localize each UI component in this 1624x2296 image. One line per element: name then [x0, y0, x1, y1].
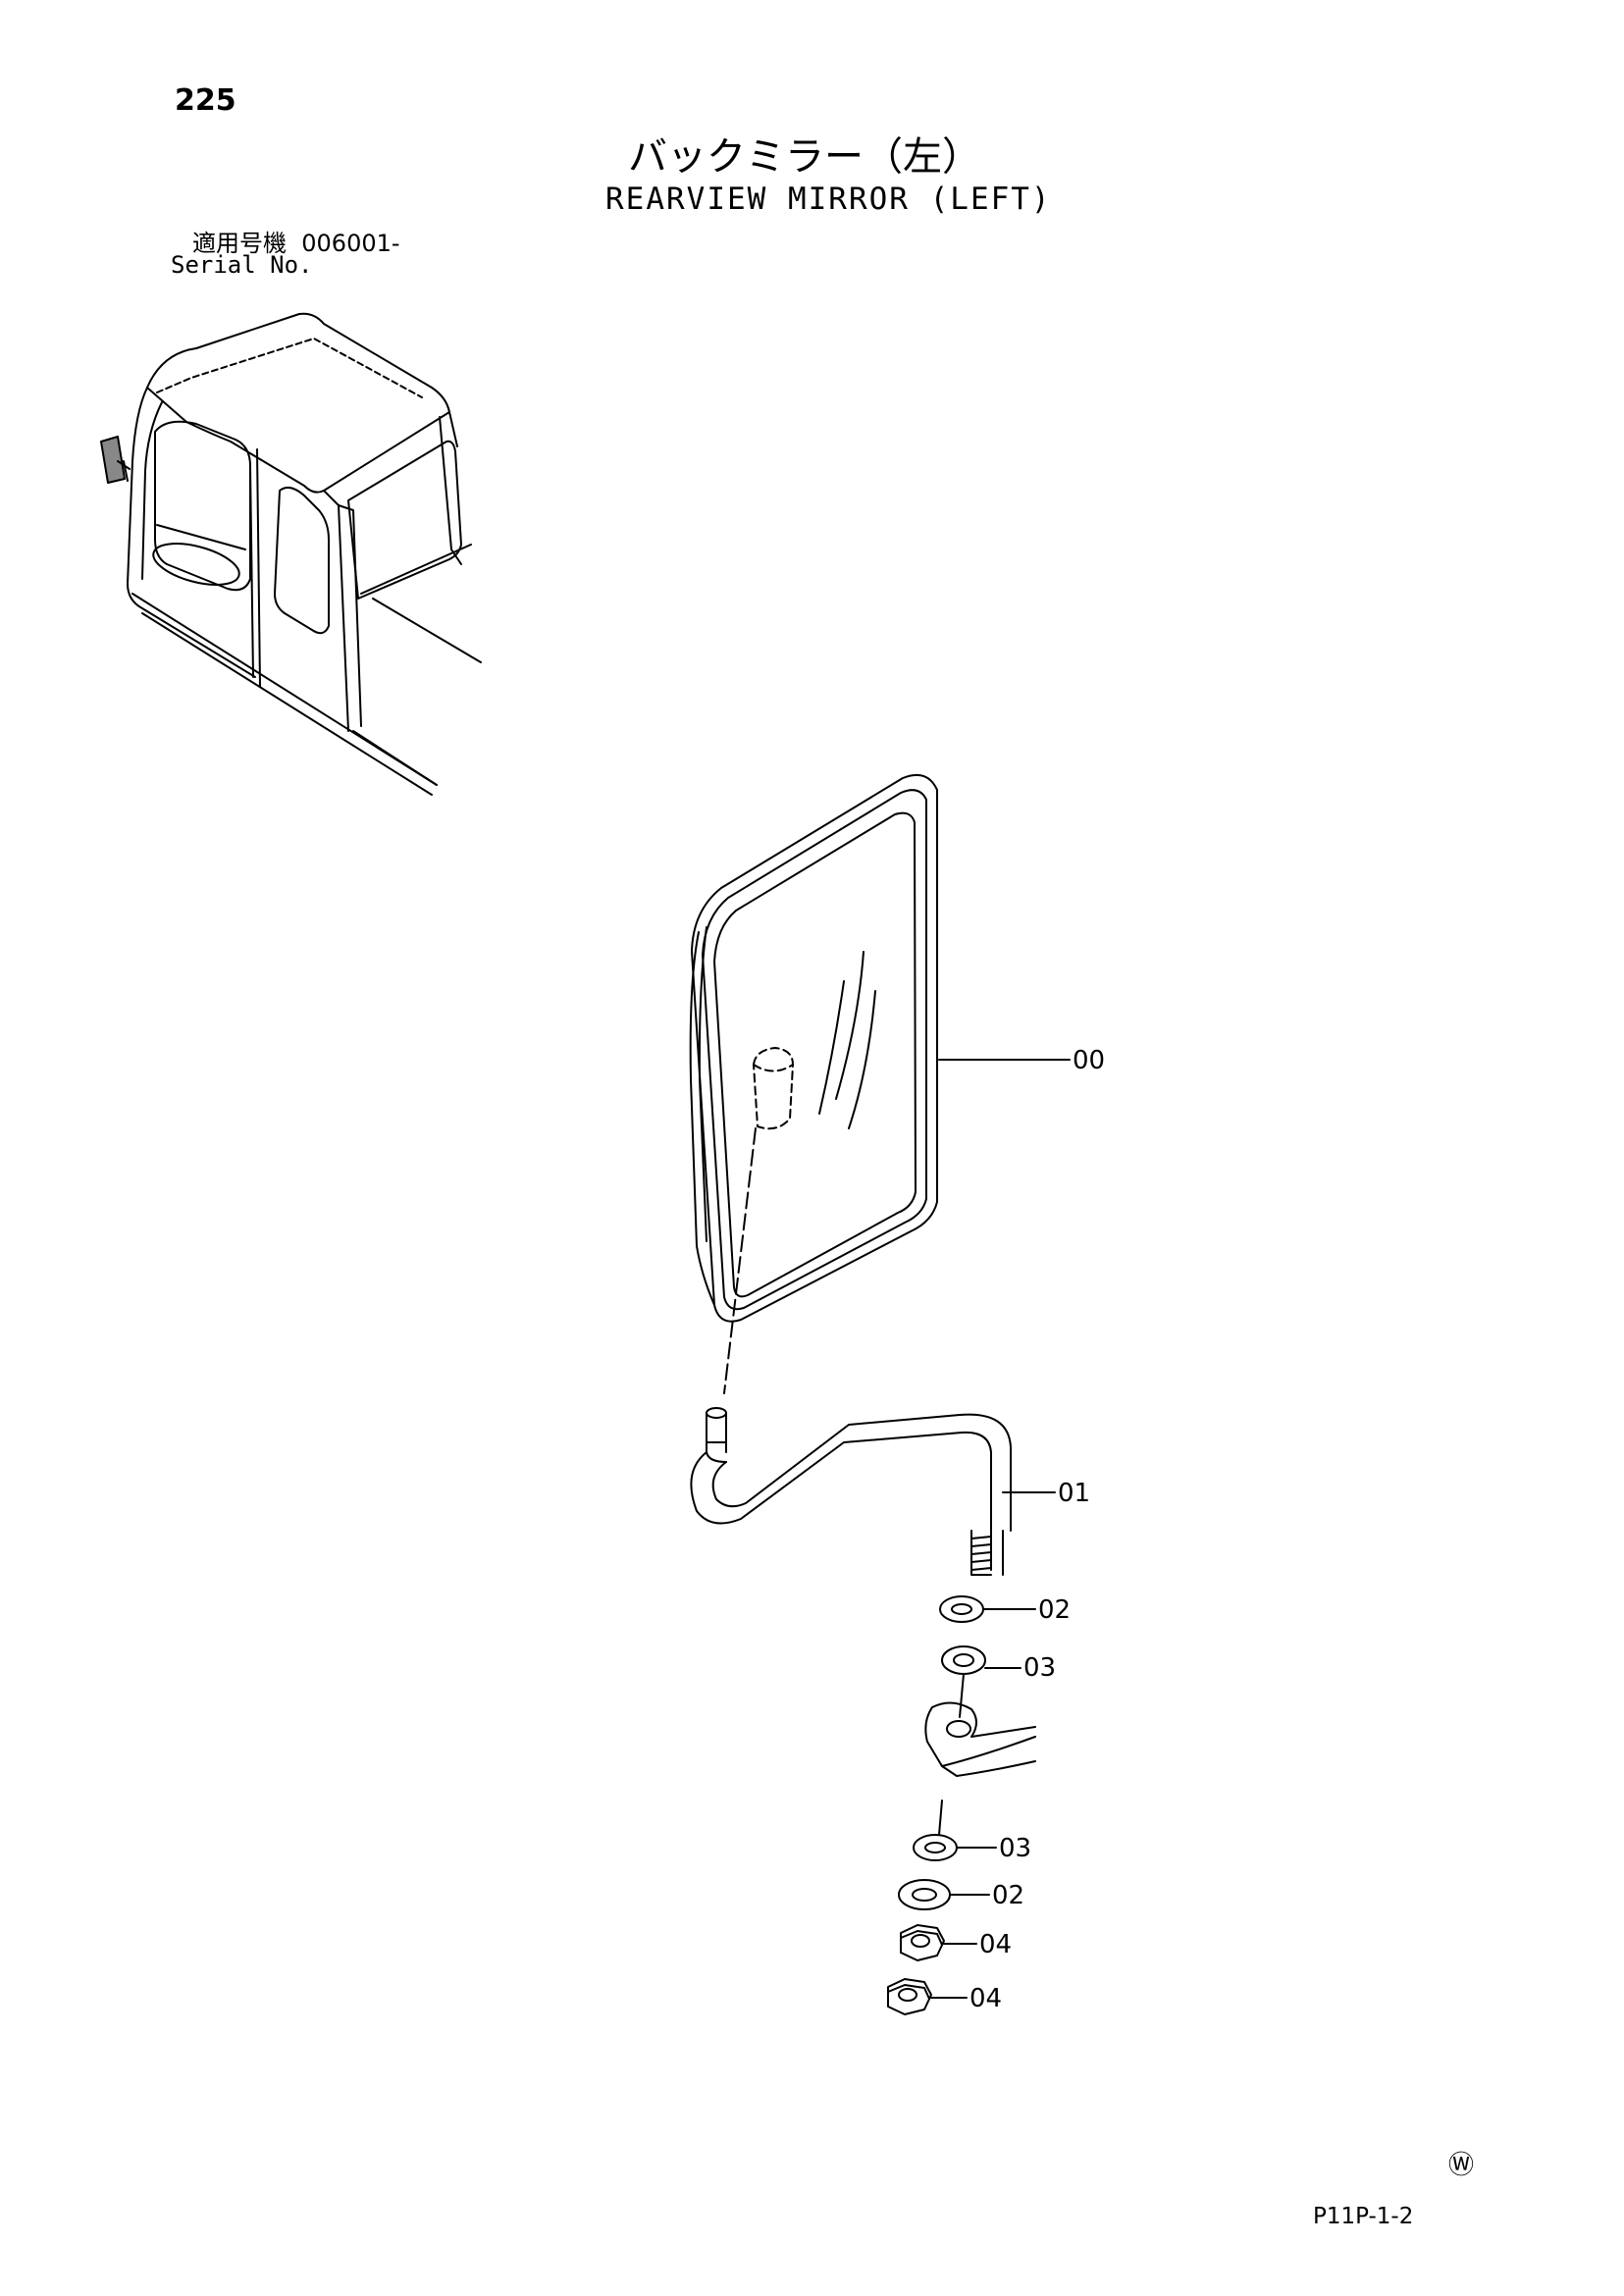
rearview-mirror-drawing: [689, 774, 938, 1394]
page-title-japanese: バックミラー（左）: [628, 134, 981, 180]
page-number: 225: [175, 83, 236, 118]
serial-label-english: Serial No.: [171, 251, 313, 279]
serial-label-japanese: 適用号機: [192, 230, 287, 257]
callout-02-bottom: 02: [992, 1881, 1024, 1910]
callout-04-bottom: 04: [969, 1984, 1002, 2013]
washer-ring: [898, 1879, 951, 1910]
callout-01: 01: [1058, 1479, 1090, 1508]
washer-ring: [939, 1595, 984, 1623]
callout-03-top: 03: [1023, 1653, 1056, 1683]
mirror-stay-rod: [690, 1407, 1012, 1576]
document-code: P11P-1-2: [1313, 2204, 1414, 2229]
washer-ring: [913, 1834, 958, 1861]
mounting-bracket: [924, 1673, 1036, 1836]
serial-value: 006001-: [301, 230, 400, 257]
hex-nut: [900, 1924, 945, 1961]
callout-00: 00: [1073, 1046, 1105, 1075]
page-title-english: REARVIEW MIRROR (LEFT): [605, 182, 1052, 217]
revision-mark: Ⓦ: [1448, 2151, 1475, 2180]
washer-ring: [941, 1645, 986, 1675]
callout-04-top: 04: [979, 1930, 1012, 1959]
hex-nut: [887, 1978, 932, 2015]
callout-02-top: 02: [1038, 1595, 1071, 1625]
callout-03-bottom: 03: [999, 1834, 1031, 1863]
serial-applicability: 適用号機 006001-: [192, 224, 400, 258]
excavator-cab-illustration: [100, 312, 482, 796]
